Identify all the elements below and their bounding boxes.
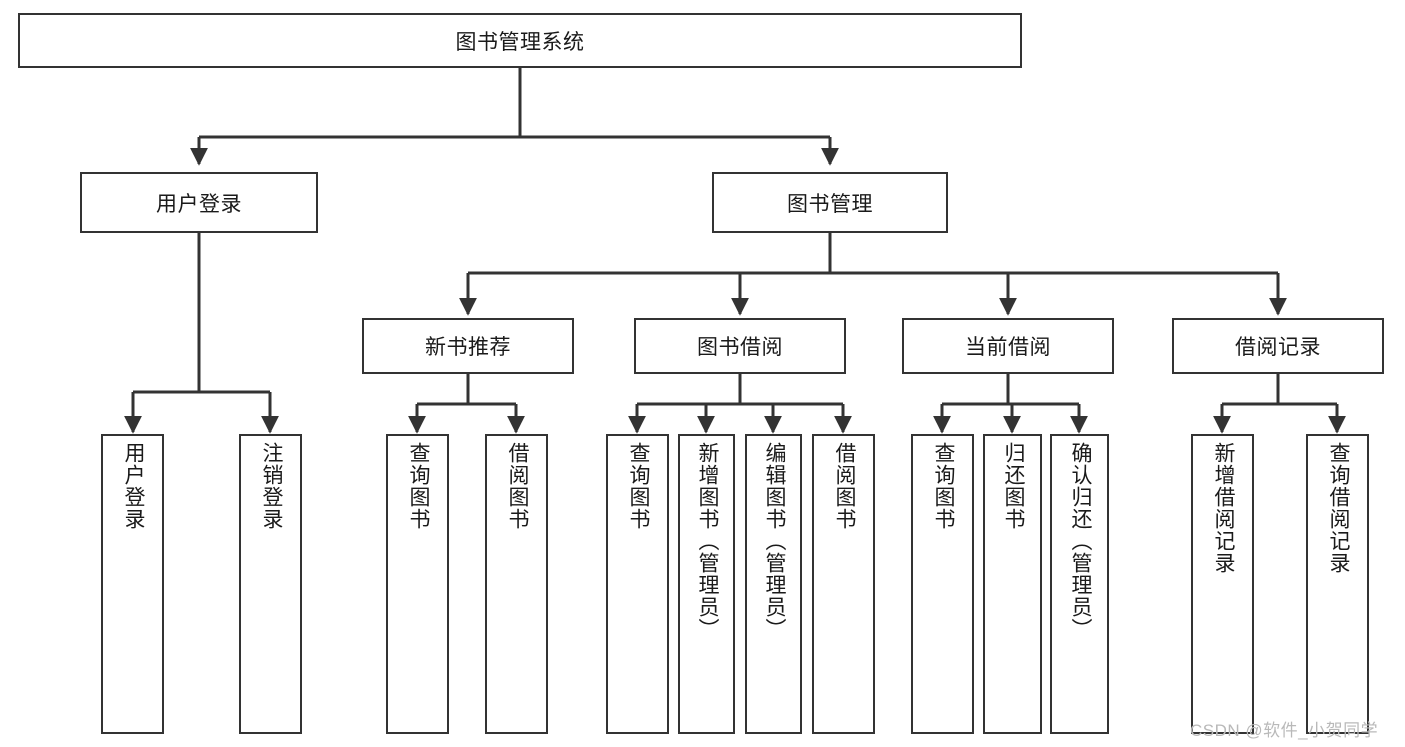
node-book-management-system[interactable]: 图书管理系统 <box>18 13 1022 68</box>
node-label: 新书推荐 <box>425 336 511 359</box>
node-label: 借阅记录 <box>1235 336 1321 359</box>
leaf-query-book-3[interactable]: 查询图书 <box>911 434 974 734</box>
leaf-label: 查询图书 <box>626 442 650 530</box>
leaf-query-book-1[interactable]: 查询图书 <box>386 434 449 734</box>
leaf-logout-login[interactable]: 注销登录 <box>239 434 302 734</box>
node-new-book-recommend[interactable]: 新书推荐 <box>362 318 574 374</box>
leaf-label: 借阅图书 <box>505 442 529 530</box>
leaf-label: 查询借阅记录 <box>1326 442 1350 574</box>
leaf-label: 确认归还（管理员） <box>1068 442 1092 640</box>
leaf-return-book[interactable]: 归还图书 <box>983 434 1042 734</box>
node-label: 图书管理 <box>787 192 873 216</box>
leaf-label: 编辑图书（管理员） <box>762 442 786 640</box>
leaf-user-login[interactable]: 用户登录 <box>101 434 164 734</box>
node-book-management[interactable]: 图书管理 <box>712 172 948 233</box>
leaf-label: 新增借阅记录 <box>1211 442 1235 574</box>
node-user-login[interactable]: 用户登录 <box>80 172 318 233</box>
leaf-label: 新增图书（管理员） <box>695 442 719 640</box>
node-label: 图书管理系统 <box>455 30 585 54</box>
leaf-query-book-2[interactable]: 查询图书 <box>606 434 669 734</box>
leaf-label: 查询图书 <box>931 442 955 530</box>
leaf-label: 归还图书 <box>1001 442 1025 530</box>
node-borrow-record[interactable]: 借阅记录 <box>1172 318 1384 374</box>
leaf-add-record[interactable]: 新增借阅记录 <box>1191 434 1254 734</box>
leaf-query-record[interactable]: 查询借阅记录 <box>1306 434 1369 734</box>
leaf-borrow-book-2[interactable]: 借阅图书 <box>812 434 875 734</box>
node-label: 当前借阅 <box>965 336 1051 359</box>
leaf-borrow-book-1[interactable]: 借阅图书 <box>485 434 548 734</box>
leaf-label: 查询图书 <box>406 442 430 530</box>
watermark-text: CSDN @软件_小贺同学 <box>1190 721 1379 740</box>
leaf-label: 用户登录 <box>121 442 145 530</box>
node-book-borrow[interactable]: 图书借阅 <box>634 318 846 374</box>
leaf-edit-book[interactable]: 编辑图书（管理员） <box>745 434 802 734</box>
leaf-confirm-return[interactable]: 确认归还（管理员） <box>1050 434 1109 734</box>
node-label: 用户登录 <box>156 192 242 216</box>
leaf-add-book[interactable]: 新增图书（管理员） <box>678 434 735 734</box>
leaf-label: 注销登录 <box>259 442 283 530</box>
node-label: 图书借阅 <box>697 336 783 359</box>
leaf-label: 借阅图书 <box>832 442 856 530</box>
node-current-borrow[interactable]: 当前借阅 <box>902 318 1114 374</box>
